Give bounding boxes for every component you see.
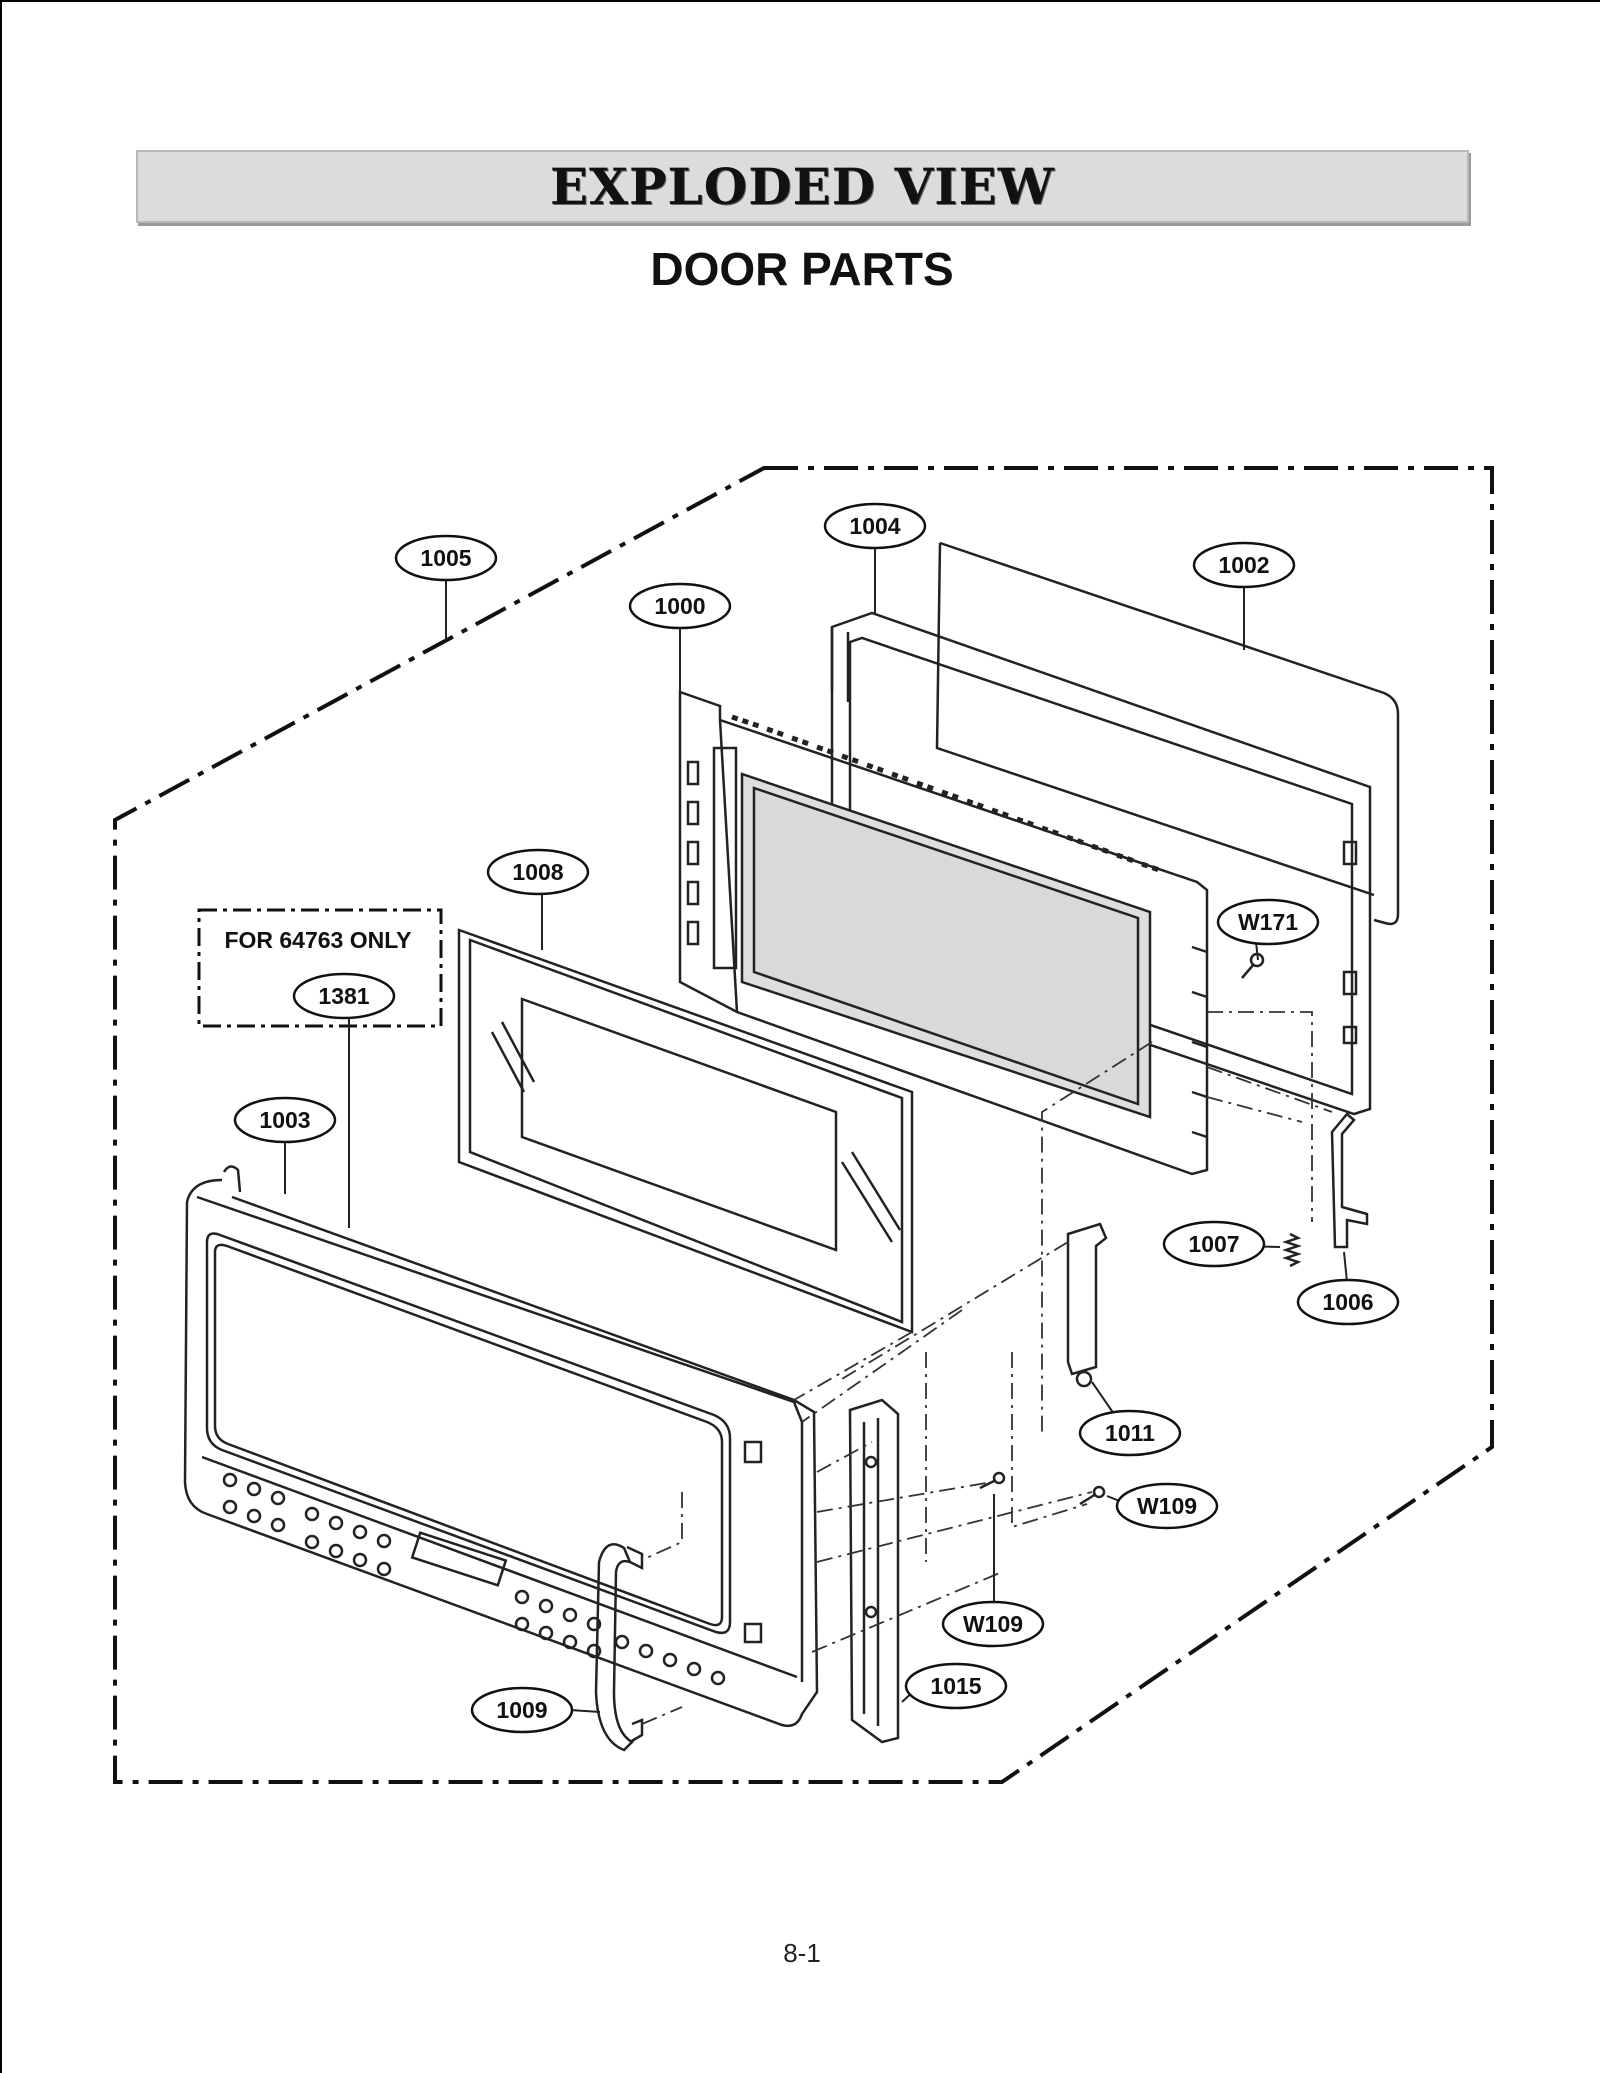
note-text: FOR 64763 ONLY <box>224 927 411 953</box>
callout-1000 <box>628 582 732 630</box>
label-1011: 1011 <box>1105 1420 1155 1446</box>
part-1009-door-handle <box>594 1543 644 1752</box>
label-1008: 1008 <box>512 859 563 885</box>
part-1011-latch <box>1066 1222 1108 1388</box>
label-1002: 1002 <box>1218 552 1269 578</box>
part-1015-side-bracket <box>848 1398 900 1744</box>
note-box <box>197 908 443 1028</box>
part-1007-spring <box>1282 1232 1302 1268</box>
callout-w109-right <box>1115 1482 1219 1530</box>
section-title: DOOR PARTS <box>650 243 954 295</box>
label-w109-lower: W109 <box>963 1611 1023 1637</box>
label-1000: 1000 <box>654 593 705 619</box>
part-1006-latch-hook <box>1330 1112 1369 1249</box>
label-1009: 1009 <box>496 1697 547 1723</box>
callout-1009 <box>470 1686 574 1734</box>
callout-1015 <box>904 1662 1008 1710</box>
callout-1011 <box>1078 1409 1182 1457</box>
part-1000-inner-door-frame <box>678 690 1209 1176</box>
part-1002-glass-panel <box>935 541 1400 926</box>
screw-w109-lower <box>979 1471 1006 1490</box>
callout-1003 <box>233 1096 337 1144</box>
callout-1004 <box>823 502 927 550</box>
part-1003-front-door-frame <box>183 1165 819 1728</box>
assembly-boundary <box>113 466 1494 1784</box>
label-1007: 1007 <box>1188 1231 1239 1257</box>
callout-w109-lower <box>941 1600 1045 1648</box>
label-w109-right: W109 <box>1137 1493 1197 1519</box>
screw-w109-right <box>1079 1485 1106 1506</box>
callout-w171 <box>1216 898 1320 946</box>
page-title: EXPLODED VIEW <box>550 157 1055 216</box>
label-1005: 1005 <box>420 545 471 571</box>
label-1003: 1003 <box>259 1107 310 1133</box>
label-1004: 1004 <box>849 513 900 539</box>
label-w171: W171 <box>1238 909 1298 935</box>
callout-1006 <box>1296 1278 1400 1326</box>
callout-1007 <box>1162 1220 1266 1268</box>
label-1015: 1015 <box>930 1673 981 1699</box>
callout-1002 <box>1192 541 1296 589</box>
title-bar: EXPLODED VIEW <box>136 150 1469 223</box>
callout-1381 <box>292 972 396 1020</box>
page-number: 8-1 <box>783 1938 821 1968</box>
label-1006: 1006 <box>1322 1289 1373 1315</box>
assembly-guide-lines <box>641 1011 1333 1725</box>
screw-w171 <box>1241 952 1265 979</box>
callout-1005 <box>394 534 498 582</box>
label-1381: 1381 <box>318 983 369 1009</box>
leader-lines <box>284 544 1348 1713</box>
callout-1008 <box>486 848 590 896</box>
